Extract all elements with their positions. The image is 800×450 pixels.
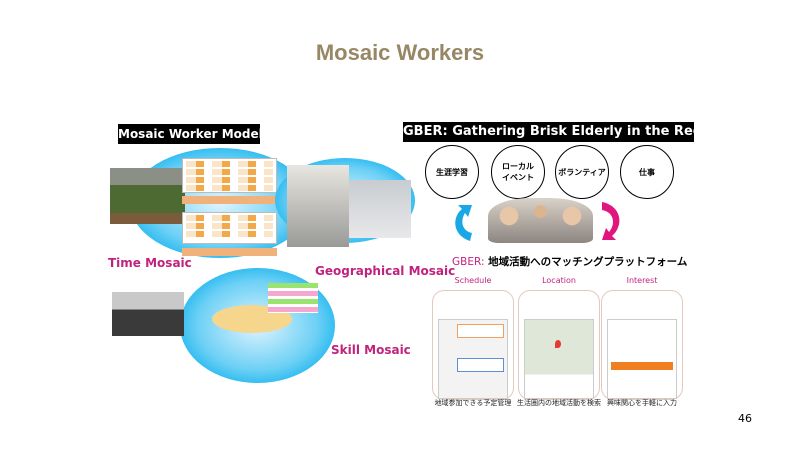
circle-work: 仕事 [620, 145, 674, 199]
phone-label-schedule: Schedule [454, 276, 492, 285]
time-mosaic-label: Time Mosaic [108, 256, 192, 270]
circle-lifelong-learning: 生涯学習 [425, 145, 479, 199]
schedule-screen [438, 319, 508, 399]
slide-title: Mosaic Workers [315, 40, 485, 65]
circle-local-events: ローカル イベント [491, 145, 545, 199]
phone-label-location: Location [542, 276, 576, 285]
schedule-table-after [182, 212, 277, 244]
phone-schedule [432, 290, 514, 400]
schedule-row [182, 248, 277, 256]
mosaic-worker-model-header: Mosaic Worker Model [118, 124, 263, 144]
geographical-mosaic-label: Geographical Mosaic [315, 264, 456, 278]
cycle-arrow-right-icon [602, 202, 620, 240]
phone-interest [601, 290, 683, 400]
circle-volunteer: ボランティア [555, 145, 609, 199]
interest-screen [607, 319, 677, 399]
platform-prefix: GBER: [452, 256, 485, 268]
schedule-row [182, 196, 277, 204]
gber-header: GBER: Gathering Brisk Elderly in the Reg… [403, 122, 725, 142]
page-number: 46 [738, 412, 752, 425]
schedule-table-before [182, 158, 277, 193]
platform-title: GBER: 地域活動へのマッチングプラットフォーム [452, 254, 687, 269]
caption-interest: 興味関心を手軽に入力 [607, 399, 677, 407]
phone-location [518, 290, 600, 400]
farming-photo [110, 168, 185, 224]
remote-work-photo [287, 165, 349, 247]
phone-label-interest: Interest [626, 276, 658, 285]
group-photo [112, 292, 184, 336]
skill-bars [268, 283, 318, 313]
skill-mosaic-label: Skill Mosaic [331, 343, 411, 357]
caption-schedule: 地域参加できる予定管理 [434, 399, 512, 407]
cycle-arrow-left-icon [455, 205, 472, 241]
map-screen [524, 319, 594, 399]
platform-text: 地域活動へのマッチングプラットフォーム [488, 256, 688, 268]
elderly-crowd-image [488, 198, 593, 243]
headset-worker-photo [349, 180, 411, 238]
caption-location: 生活圏内の地域活動を検索 [517, 399, 601, 407]
